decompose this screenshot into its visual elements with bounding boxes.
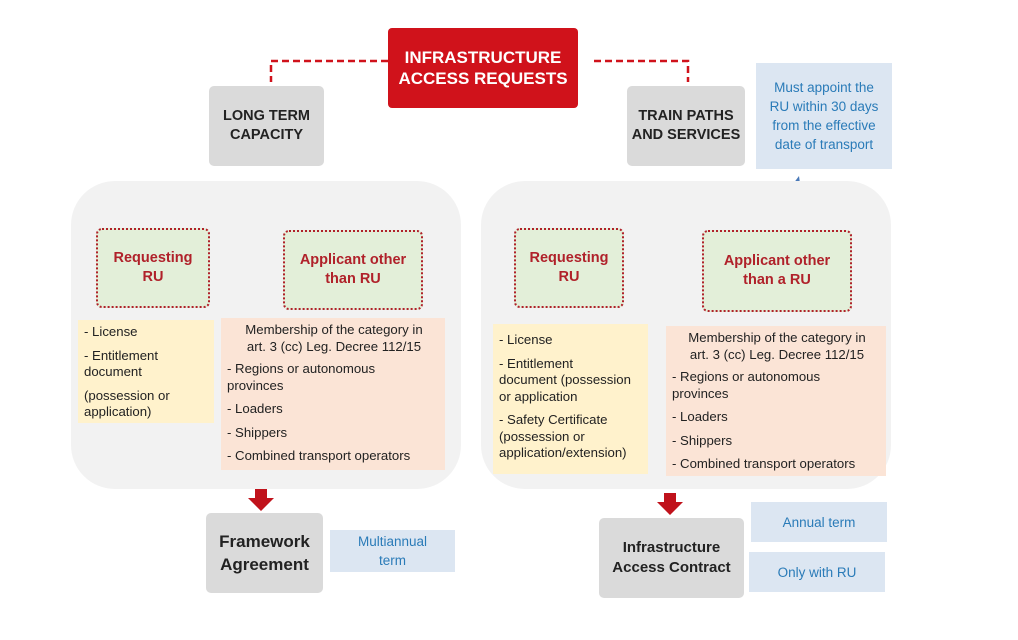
- train-paths-services-box: TRAIN PATHS AND SERVICES: [627, 86, 745, 166]
- infrastructure-access-requests-box: INFRASTRUCTURE ACCESS REQUESTS: [388, 28, 578, 108]
- list-item: - Entitlement document: [84, 347, 159, 380]
- list-header: Membership of the category in art. 3 (cc…: [688, 330, 866, 362]
- down-arrow-right: [657, 493, 683, 515]
- list-item: - Loaders: [227, 401, 283, 416]
- only-with-ru-note: Only with RU: [749, 552, 885, 592]
- framework-agreement-box: Framework Agreement: [206, 513, 323, 593]
- long-term-capacity-box: LONG TERM CAPACITY: [209, 86, 324, 166]
- list-item: - License: [84, 324, 138, 339]
- appoint-ru-note-label: Must appoint the RU within 30 days from …: [769, 80, 879, 152]
- list-item: - License: [499, 332, 553, 347]
- root-label: INFRASTRUCTURE ACCESS REQUESTS: [398, 48, 568, 88]
- left-other-requirements: Membership of the category in art. 3 (cc…: [221, 318, 445, 470]
- framework-agreement-label: Framework Agreement: [219, 532, 310, 574]
- list-item: - Shippers: [672, 432, 733, 448]
- left-requesting-ru-label: Requesting RU: [113, 250, 193, 285]
- train-paths-services-label: TRAIN PATHS AND SERVICES: [631, 108, 741, 143]
- right-applicant-other-label: Applicant other than a RU: [723, 253, 831, 288]
- right-requesting-ru-label: Requesting RU: [529, 250, 609, 285]
- list-item: - Combined transport operators: [227, 448, 411, 463]
- dashed-connector-right: [594, 59, 690, 82]
- right-applicant-other-box: Applicant other than a RU: [702, 230, 852, 312]
- list-header: Membership of the category in art. 3 (cc…: [245, 322, 423, 354]
- list-item: - Combined transport operators: [672, 456, 856, 471]
- right-ru-requirements: - License - Entitlement document (posses…: [493, 324, 648, 474]
- only-with-ru-label: Only with RU: [777, 564, 857, 580]
- list-item: - Regions or autonomous provinces: [672, 369, 821, 401]
- long-term-capacity-label: LONG TERM CAPACITY: [223, 108, 310, 143]
- right-requesting-ru-box: Requesting RU: [514, 228, 624, 308]
- list-item: (possession or application): [84, 387, 170, 420]
- list-item: - Loaders: [672, 409, 728, 424]
- dashed-connector-left: [269, 59, 388, 82]
- left-ru-requirements: - License - Entitlement document (posses…: [78, 320, 214, 423]
- multiannual-term-note: Multiannual term: [330, 530, 455, 572]
- right-other-requirements: Membership of the category in art. 3 (cc…: [666, 326, 886, 476]
- appoint-ru-note: Must appoint the RU within 30 days from …: [756, 63, 892, 169]
- list-item: - Shippers: [227, 424, 288, 440]
- list-item: - Regions or autonomous provinces: [227, 361, 376, 393]
- list-item: - Entitlement document (possession or ap…: [499, 355, 631, 404]
- infrastructure-access-contract-label: Infrastructure Access Contract: [612, 539, 731, 576]
- annual-term-label: Annual term: [782, 514, 856, 530]
- down-arrow-left: [248, 489, 274, 511]
- left-requesting-ru-box: Requesting RU: [96, 228, 210, 308]
- left-applicant-other-label: Applicant other than RU: [299, 252, 407, 287]
- list-item: - Safety Certificate (possession or appl…: [499, 412, 627, 460]
- infrastructure-access-contract-box: Infrastructure Access Contract: [599, 518, 744, 598]
- annual-term-note: Annual term: [751, 502, 887, 542]
- multiannual-term-label: Multiannual term: [357, 534, 428, 568]
- left-applicant-other-box: Applicant other than RU: [283, 230, 423, 310]
